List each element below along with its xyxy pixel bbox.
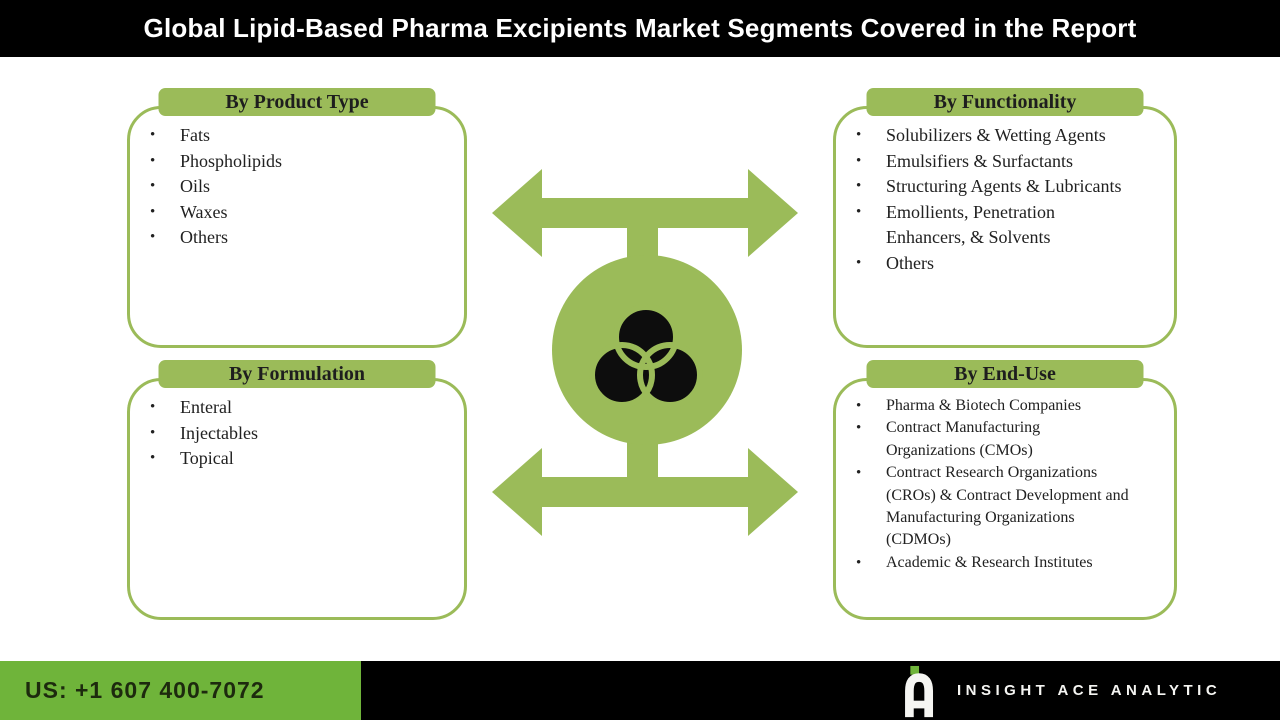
bullet-icon: • [150,152,156,169]
list-item: • Emollients, Penetration Enhancers, & So… [851,200,1162,251]
header-bar: Global Lipid-Based Pharma Excipients Mar… [0,0,1280,57]
list-item: • Topical [145,446,452,472]
list-item-text: Others [886,252,934,273]
list-item-text: Solubilizers & Wetting Agents [886,125,1106,145]
list-item-text: Emollients, Penetration Enhancers, & Sol… [886,201,1055,248]
list-item-text: Others [180,227,228,248]
list-item: • Pharma & Biotech Companies [851,395,1162,417]
list-item: • Injectables [145,421,452,447]
list-item-text: Pharma & Biotech Companies [886,397,1082,414]
segment-title-product-type: By Product Type [158,88,436,116]
list-item-text: Waxes [180,201,228,222]
segment-title-end-use: By End-Use [866,360,1144,388]
bottom-double-headed-arrow-icon [492,448,798,536]
segment-box-functionality: By Functionality • Solubilizers & Wetting… [833,88,1177,348]
list-item-text: Phospholipids [180,150,283,171]
list-item-text: Injectables [180,422,258,443]
page-title: Global Lipid-Based Pharma Excipients Mar… [143,13,1137,43]
brand-name: INSIGHT ACE ANALYTIC [957,682,1222,699]
list-item: • Waxes [145,200,452,226]
list-item: • Structuring Agents & Lubricants [851,174,1162,200]
list-item-text: Contract Manufacturing Organizations (CM… [886,419,1041,459]
segment-list-functionality: • Solubilizers & Wetting Agents • Emulsifie… [836,109,1174,277]
venn-diagram-icon [589,304,703,408]
bullet-icon: • [856,152,862,169]
list-item-text: Structuring Agents & Lubricants [886,176,1122,197]
segment-box-product-type: By Product Type • Fats • Phospholipids • Oils… [127,88,467,348]
list-item: • Others [145,225,452,251]
phone-number: US: +1 607 400-7072 [25,677,265,703]
segment-list-product-type: • Fats • Phospholipids • Oils • Waxes • Others [130,109,464,251]
list-item-text: Oils [180,176,211,197]
insight-ace-logo-icon [905,665,934,717]
bullet-icon: • [856,554,862,571]
list-item: • Contract Manufacturing Organizations (C… [851,417,1162,462]
bullet-icon: • [150,203,156,220]
bullet-icon: • [150,424,156,441]
footer-bar: US: +1 607 400-7072 INSIGHT ACE ANALYTIC [0,661,1280,720]
bullet-icon: • [856,203,862,220]
bullet-icon: • [856,178,862,195]
segment-list-end-use: • Pharma & Biotech Companies • Contract Man… [836,381,1174,574]
segment-title-formulation: By Formulation [158,360,436,388]
bullet-icon: • [150,450,156,467]
bullet-icon: • [150,399,156,415]
list-item-text: Contract Research Organizations (CROs) &… [886,464,1129,549]
list-item: • Solubilizers & Wetting Agents [851,123,1162,149]
bullet-icon: • [856,254,862,271]
segment-box-end-use: By End-Use • Pharma & Biotech Companies • C… [833,360,1177,620]
list-item: • Others [851,251,1162,277]
bullet-icon: • [150,127,156,143]
list-item-text: Topical [180,448,234,469]
list-item: • Academic & Research Institutes [851,552,1162,574]
bullet-icon: • [856,420,862,437]
phone-panel: US: +1 607 400-7072 [0,661,361,720]
list-item: • Fats [145,123,452,149]
bullet-icon: • [150,229,156,246]
list-item: • Phospholipids [145,149,452,175]
segment-title-functionality: By Functionality [866,88,1144,116]
list-item-text: Enteral [180,397,232,417]
list-item: • Contract Research Organizations (CROs) … [851,462,1162,552]
bullet-icon: • [150,178,156,195]
segment-box-formulation: By Formulation • Enteral • Injectables • Topi… [127,360,467,620]
segment-list-formulation: • Enteral • Injectables • Topical [130,381,464,472]
bullet-icon: • [856,398,862,414]
list-item: • Emulsifiers & Surfactants [851,149,1162,175]
list-item: • Oils [145,174,452,200]
bullet-icon: • [856,465,862,482]
list-item-text: Emulsifiers & Surfactants [886,150,1073,171]
bullet-icon: • [856,127,862,143]
list-item: • Enteral [145,395,452,421]
center-hub-graphic [492,169,798,536]
list-item-text: Fats [180,125,211,145]
list-item-text: Academic & Research Institutes [886,553,1093,571]
brand-block: INSIGHT ACE ANALYTIC [903,661,1221,720]
top-double-headed-arrow-icon [492,169,798,257]
